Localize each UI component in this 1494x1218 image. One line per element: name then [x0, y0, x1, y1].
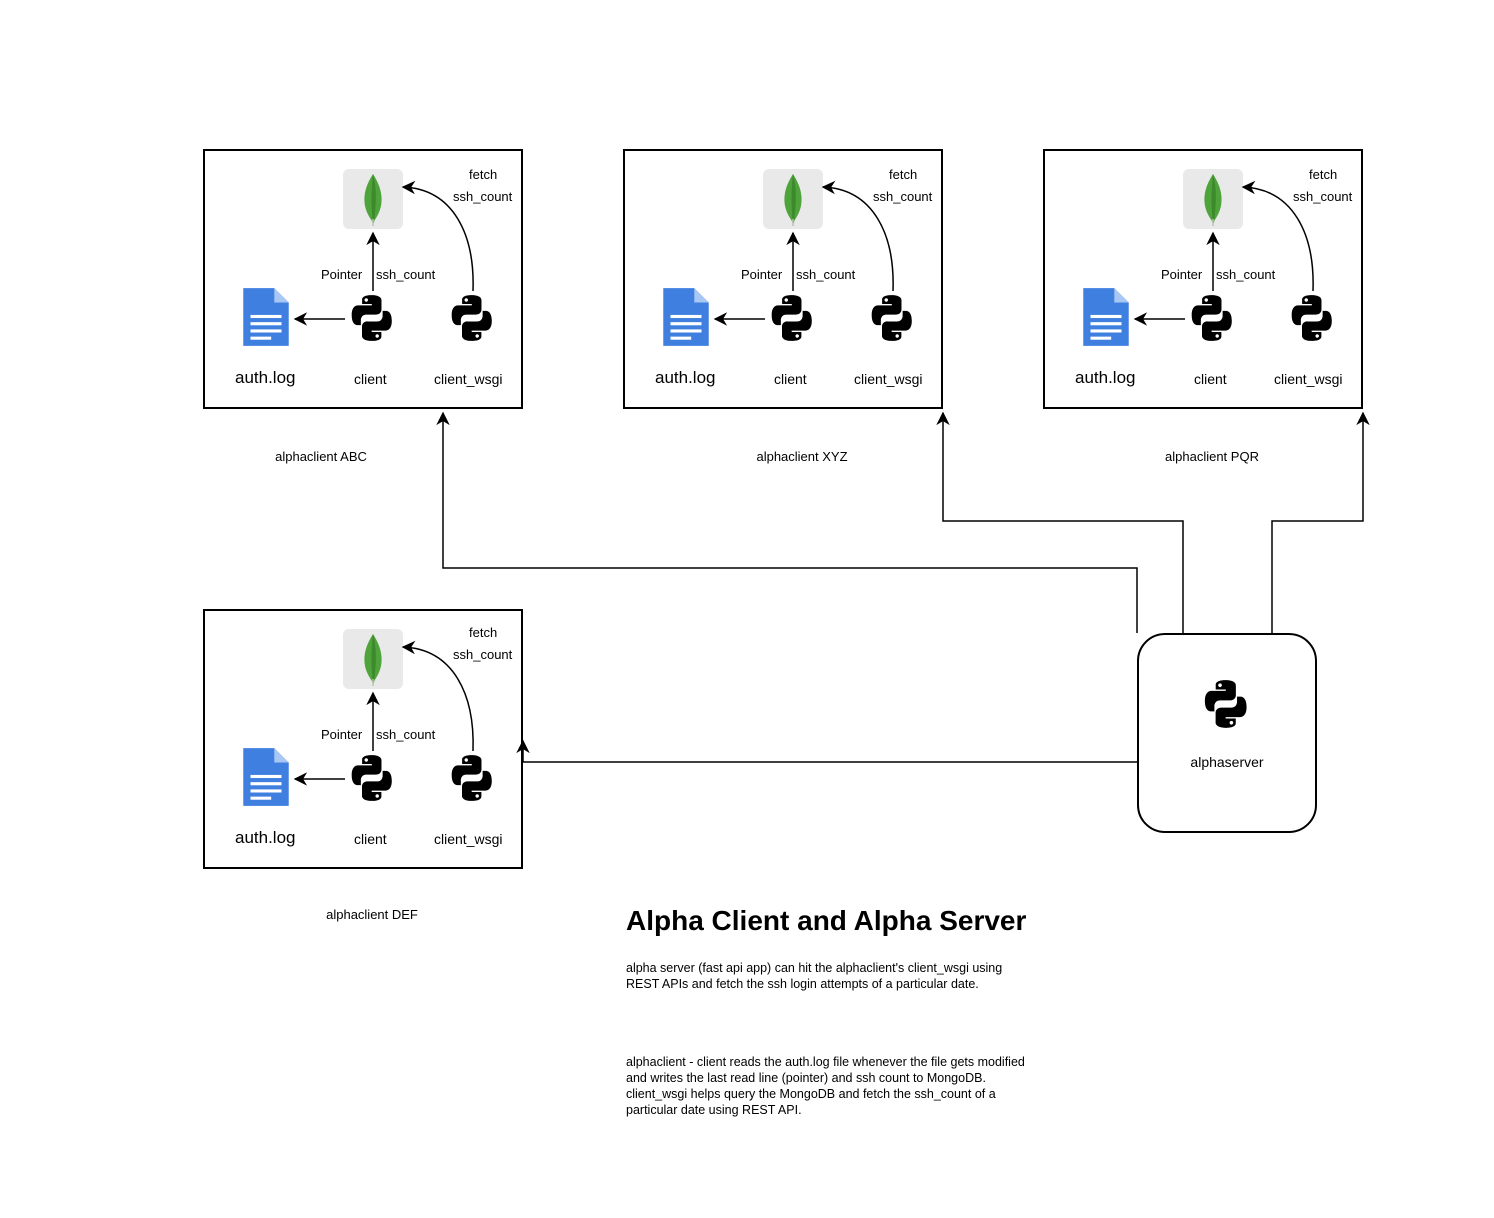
- alphaclient-abc-box[interactable]: [203, 149, 523, 409]
- client-internals-pqr: [1083, 169, 1332, 346]
- client-internals-def: [243, 629, 492, 806]
- client-caption-pqr: alphaclient PQR: [1165, 449, 1259, 464]
- fetch-label: fetch: [1309, 167, 1338, 182]
- alphaclient-xyz-box[interactable]: [623, 149, 943, 409]
- description-server: alpha server (fast api app) can hit the …: [626, 961, 1003, 991]
- diagram-title: Alpha Client and Alpha Server: [626, 905, 1027, 936]
- auth-log-label: auth.log: [1075, 368, 1136, 387]
- client-label: client: [774, 371, 807, 387]
- connector-server-to-def: [516, 739, 1137, 763]
- alphaclient-pqr-box[interactable]: [1043, 149, 1363, 409]
- pointer-label: Pointer: [741, 267, 783, 282]
- client-wsgi-label: client_wsgi: [854, 371, 923, 387]
- ssh-count-label: ssh_count: [1216, 267, 1276, 282]
- fetch-ssh-count-label: ssh_count: [453, 189, 513, 204]
- ssh-count-label: ssh_count: [376, 267, 436, 282]
- client-caption-xyz: alphaclient XYZ: [756, 449, 848, 464]
- client-caption-abc: alphaclient ABC: [275, 449, 367, 464]
- fetch-ssh-count-label: ssh_count: [873, 189, 933, 204]
- client-label: client: [354, 831, 387, 847]
- pointer-label: Pointer: [321, 267, 363, 282]
- connectors: [436, 411, 1370, 763]
- arrow-wsgi-to-mongo: [401, 180, 474, 292]
- client-internals-xyz: [663, 169, 912, 346]
- fetch-label: fetch: [469, 625, 498, 640]
- python-icon: [1204, 680, 1247, 728]
- ssh-count-label: ssh_count: [376, 727, 436, 742]
- auth-log-label: auth.log: [235, 828, 296, 847]
- alphaclient-def-box[interactable]: [203, 609, 523, 869]
- arrow-wsgi-to-mongo: [401, 640, 474, 752]
- fetch-ssh-count-label: ssh_count: [453, 647, 513, 662]
- description-client: alphaclient - client reads the auth.log …: [626, 1055, 1025, 1117]
- client-caption-def: alphaclient DEF: [326, 907, 418, 922]
- client-internals-abc: [243, 169, 492, 346]
- auth-log-label: auth.log: [235, 368, 296, 387]
- pointer-label: Pointer: [321, 727, 363, 742]
- client-wsgi-label: client_wsgi: [434, 371, 503, 387]
- connector-server-to-xyz: [936, 411, 1184, 633]
- fetch-label: fetch: [889, 167, 918, 182]
- alphaserver-node[interactable]: [1137, 633, 1317, 833]
- connector-server-to-abc: [436, 411, 1138, 633]
- pointer-label: Pointer: [1161, 267, 1203, 282]
- client-wsgi-label: client_wsgi: [1274, 371, 1343, 387]
- connector-server-to-pqr: [1271, 411, 1370, 633]
- alphaserver-label: alphaserver: [1190, 754, 1264, 770]
- arrow-wsgi-to-mongo: [821, 180, 894, 292]
- auth-log-label: auth.log: [655, 368, 716, 387]
- client-label: client: [1194, 371, 1227, 387]
- fetch-ssh-count-label: ssh_count: [1293, 189, 1353, 204]
- ssh-count-label: ssh_count: [796, 267, 856, 282]
- arrow-wsgi-to-mongo: [1241, 180, 1314, 292]
- client-wsgi-label: client_wsgi: [434, 831, 503, 847]
- client-label: client: [354, 371, 387, 387]
- fetch-label: fetch: [469, 167, 498, 182]
